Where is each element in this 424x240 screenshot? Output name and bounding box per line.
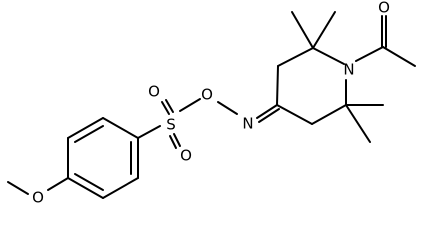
bond-ring-c5-c6 bbox=[311, 104, 347, 125]
atom-label-ring-nitrogen: N bbox=[343, 61, 354, 79]
bond-methoxy-aryl bbox=[47, 177, 69, 191]
bond-methyl-c6-down bbox=[345, 104, 371, 143]
atom-label-acetyl-oxygen: O bbox=[378, 0, 390, 17]
bond-ring-c4-c5 bbox=[276, 104, 313, 125]
bond-network bbox=[7, 11, 416, 199]
atom-label-methoxy-oxygen: O bbox=[32, 189, 44, 207]
bond-benzene-5 bbox=[102, 177, 139, 199]
atom-label-sulfonyl-bottom-oxygen: O bbox=[180, 147, 192, 165]
bond-oxime-c-n-b bbox=[258, 108, 280, 123]
bond-sulfonyl-bottom-a bbox=[169, 135, 177, 149]
bond-sulfonyl-top-a bbox=[161, 101, 170, 115]
bond-ring-c3-c4 bbox=[276, 65, 279, 106]
bond-sulfonyl-top-b bbox=[165, 99, 174, 113]
atom-label-oxime-nitrogen: N bbox=[242, 115, 253, 133]
atom-label-sulfonyl-top-oxygen: O bbox=[148, 83, 160, 101]
bond-benzene-double-1 bbox=[74, 125, 104, 143]
atom-label-sulfur: S bbox=[166, 116, 176, 134]
bond-methyl-c2-right bbox=[312, 11, 336, 49]
bond-benzene-2 bbox=[67, 117, 104, 139]
bond-ring-n-c2 bbox=[312, 47, 345, 65]
bond-oxime-o-s bbox=[179, 98, 201, 112]
bond-methyl-c2-left bbox=[291, 11, 314, 49]
bond-sulfonyl-bottom-b bbox=[173, 133, 181, 147]
atom-labels: O N N O S O O O bbox=[32, 0, 390, 207]
bond-benzene-1 bbox=[102, 117, 139, 139]
bond-acetyl-methyl bbox=[382, 46, 416, 67]
bond-benzene-double-2 bbox=[74, 173, 104, 191]
bond-ring-c2-c3 bbox=[277, 47, 314, 67]
bond-acetyl-nitrogen bbox=[355, 46, 384, 62]
bond-oxime-c-n-a bbox=[256, 104, 278, 119]
bond-benzene-4 bbox=[67, 177, 104, 199]
chemical-structure-diagram: O N N O S O O O bbox=[7, 0, 416, 207]
atom-label-oxime-oxygen: O bbox=[201, 86, 213, 104]
bond-sulfonyl-aryl bbox=[137, 125, 161, 139]
bond-oxime-n-o bbox=[217, 101, 238, 115]
bond-methoxy-methyl bbox=[7, 181, 29, 195]
